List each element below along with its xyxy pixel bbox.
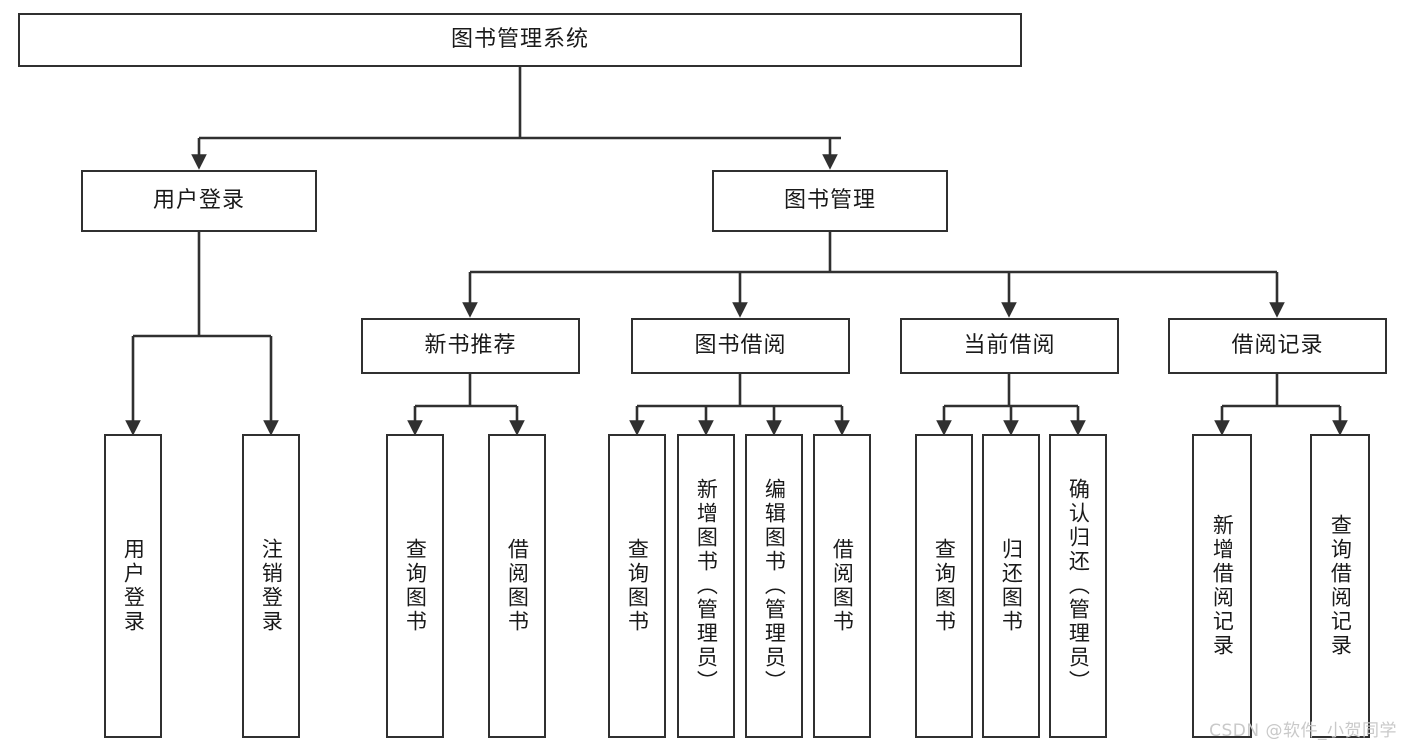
node-label: 当前借阅	[963, 333, 1056, 359]
node-label: 注销登录	[259, 538, 284, 634]
node-label: 用户登录	[121, 538, 146, 634]
node-label: 确认归还（管理员）	[1066, 478, 1091, 694]
leaf-current-borrow-query[interactable]: 查询图书	[915, 434, 973, 738]
node-label: 编辑图书（管理员）	[762, 478, 787, 694]
csdn-watermark: CSDN @软件_小贺同学	[1209, 721, 1397, 741]
leaf-user-login-login[interactable]: 用户登录	[104, 434, 162, 738]
node-root-book-management-system[interactable]: 图书管理系统	[18, 13, 1022, 67]
node-label: 新增图书（管理员）	[694, 478, 719, 694]
node-book-borrowing[interactable]: 图书借阅	[631, 318, 850, 374]
node-book-management[interactable]: 图书管理	[712, 170, 948, 232]
node-new-book-recommendation[interactable]: 新书推荐	[361, 318, 580, 374]
leaf-borrow-record-add[interactable]: 新增借阅记录	[1192, 434, 1252, 738]
node-label: 借阅图书	[830, 538, 855, 634]
node-current-borrowing[interactable]: 当前借阅	[900, 318, 1119, 374]
node-label: 新书推荐	[424, 333, 517, 359]
node-label: 借阅记录	[1231, 333, 1324, 359]
node-user-login[interactable]: 用户登录	[81, 170, 317, 232]
node-label: 查询图书	[932, 538, 957, 634]
leaf-book-borrow-add-admin[interactable]: 新增图书（管理员）	[677, 434, 735, 738]
leaf-book-borrow-edit-admin[interactable]: 编辑图书（管理员）	[745, 434, 803, 738]
node-label: 查询图书	[403, 538, 428, 634]
node-label: 借阅图书	[505, 538, 530, 634]
leaf-current-borrow-return[interactable]: 归还图书	[982, 434, 1040, 738]
leaf-new-book-query[interactable]: 查询图书	[386, 434, 444, 738]
leaf-borrow-record-query[interactable]: 查询借阅记录	[1310, 434, 1370, 738]
leaf-book-borrow-borrow[interactable]: 借阅图书	[813, 434, 871, 738]
node-label: 图书管理系统	[450, 27, 589, 53]
leaf-user-login-logout[interactable]: 注销登录	[242, 434, 300, 738]
node-label: 归还图书	[999, 538, 1024, 634]
leaf-current-borrow-confirm-admin[interactable]: 确认归还（管理员）	[1049, 434, 1107, 738]
node-label: 查询图书	[625, 538, 650, 634]
node-borrowing-record[interactable]: 借阅记录	[1168, 318, 1387, 374]
node-label: 图书管理	[783, 188, 876, 214]
node-label: 新增借阅记录	[1210, 514, 1235, 658]
node-label: 图书借阅	[694, 333, 787, 359]
node-label: 查询借阅记录	[1328, 514, 1353, 658]
leaf-new-book-borrow[interactable]: 借阅图书	[488, 434, 546, 738]
node-label: 用户登录	[152, 188, 245, 214]
leaf-book-borrow-query[interactable]: 查询图书	[608, 434, 666, 738]
